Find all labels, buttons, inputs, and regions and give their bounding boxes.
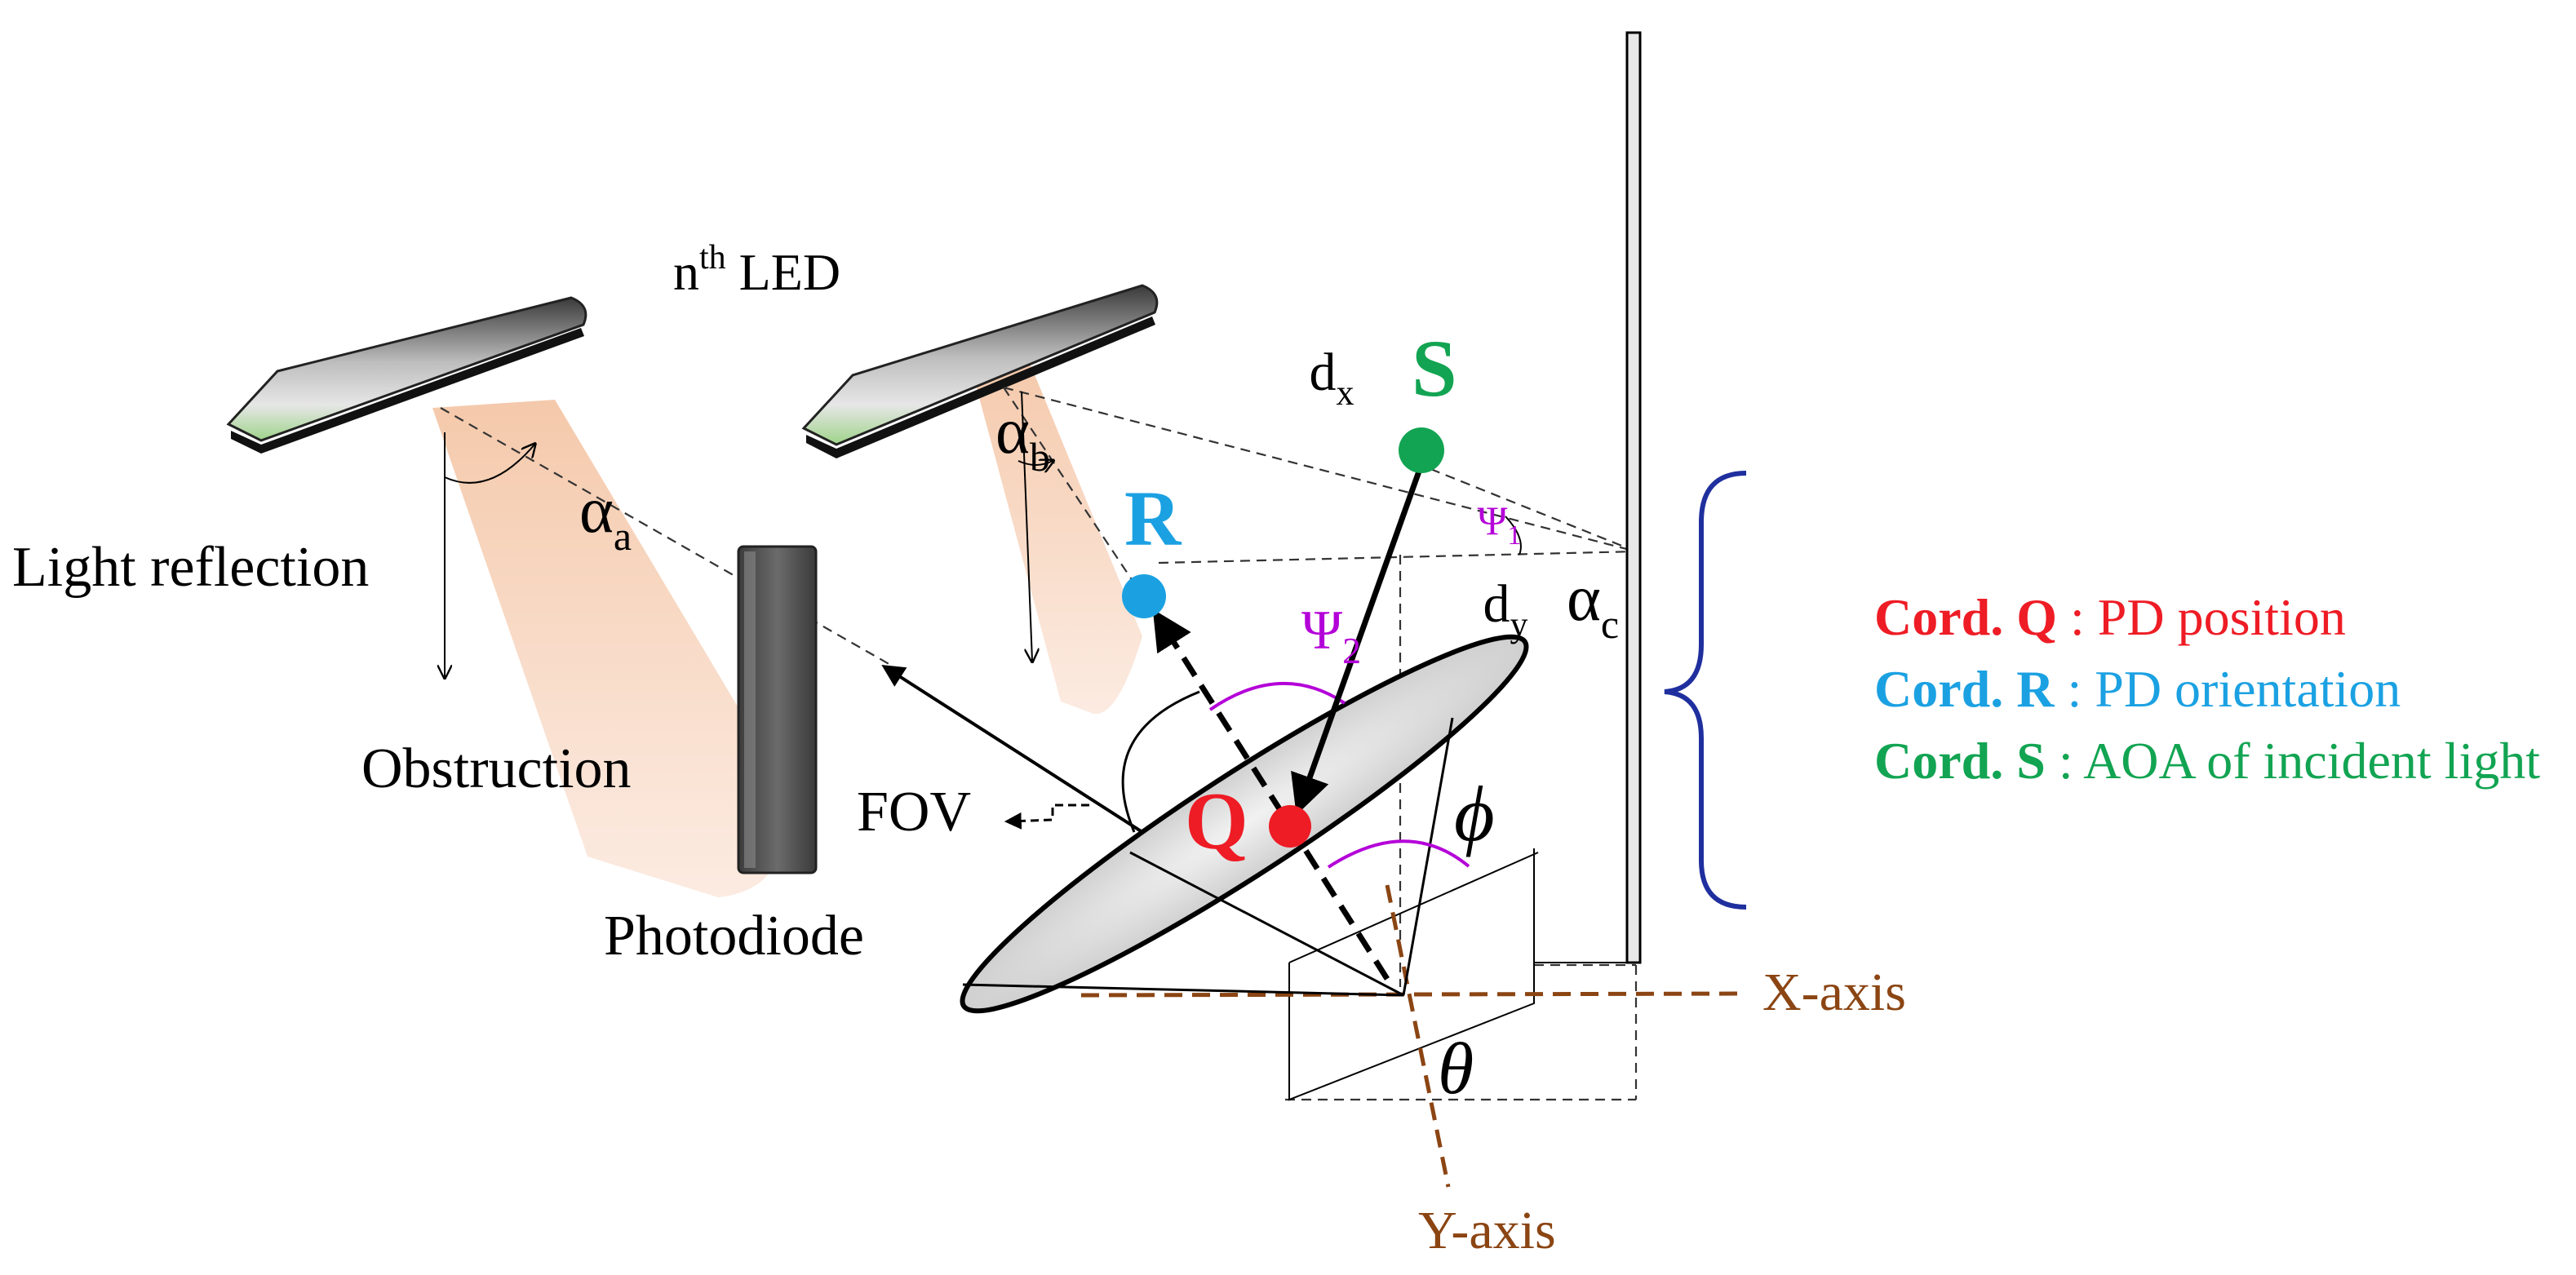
psi2-sub: 2 — [1342, 630, 1361, 671]
legend-r-cord: Cord. — [1874, 660, 2016, 718]
fov-label: FOV — [857, 781, 971, 843]
legend-item-r: Cord. R : PD orientation — [1783, 660, 2466, 718]
psi1-arc — [1505, 516, 1522, 556]
dx-d: d — [1310, 343, 1337, 402]
nth-led-word: LED — [726, 243, 840, 301]
psi2-label: Ψ2 — [1232, 599, 1403, 675]
y-axis-line — [1385, 884, 1451, 1188]
point-q-label: Q — [1185, 776, 1248, 866]
alpha-b-sub: b — [1030, 434, 1050, 480]
legend: Cord. Q : PD position Cord. R : PD orien… — [1783, 588, 2576, 790]
y-axis-label: Y-axis — [1418, 1201, 1556, 1260]
nth-led-n: n — [673, 243, 699, 301]
alpha-a-sub: a — [614, 513, 632, 559]
legend-s-cord: Cord. — [1874, 732, 2016, 790]
legend-r-letter: R — [2016, 660, 2055, 718]
fov-pointer-arrow — [1004, 804, 1089, 830]
alpha-a-arc — [444, 445, 534, 484]
alpha-c-label: αc — [1485, 563, 1668, 653]
origin-lines — [962, 717, 1454, 997]
alpha-c-sub: c — [1601, 601, 1619, 647]
point-s-label: S — [1412, 323, 1457, 414]
dy-sub: y — [1510, 604, 1528, 644]
legend-s-desc: : AOA of incident light — [2046, 732, 2540, 790]
nth-led-fixture — [226, 296, 587, 454]
incident-light-vector — [1291, 467, 1423, 816]
legend-q-cord: Cord. — [1874, 588, 2016, 646]
alpha-a-label: αa — [498, 475, 681, 564]
x-axis-label: X-axis — [1762, 963, 1906, 1022]
led1-light-beam — [432, 400, 787, 897]
theta-label: θ — [1438, 1029, 1474, 1109]
psi2-symbol: Ψ — [1301, 599, 1342, 661]
point-r-dot — [1122, 574, 1166, 618]
nth-led-th: th — [699, 239, 726, 277]
pd-orientation-vector — [1152, 609, 1390, 981]
dy-label: dy — [1416, 574, 1568, 649]
dy-d: d — [1483, 574, 1510, 634]
psi2-arc — [1208, 682, 1346, 711]
led2-normal-arrow — [1021, 391, 1032, 661]
legend-q-letter: Q — [2016, 588, 2057, 646]
led2-light-beam — [971, 359, 1142, 715]
dx-sub: x — [1337, 373, 1355, 413]
legend-r-desc: : PD orientation — [2054, 660, 2401, 718]
photodiode-block — [737, 545, 818, 874]
alpha-b-label: αb — [914, 396, 1099, 485]
alpha-b-arc — [1018, 461, 1053, 465]
alpha-b-symbol: α — [995, 396, 1030, 467]
phi-label: ϕ — [1454, 770, 1495, 857]
legend-s-letter: S — [2016, 732, 2046, 790]
dx-label: dx — [1242, 343, 1394, 417]
psi1-sub: 1 — [1507, 520, 1521, 551]
x-axis-line — [1080, 991, 1747, 998]
coordinate-planes — [1288, 848, 1636, 1101]
nth-led-label: nth LED — [608, 239, 880, 301]
alpha-c-symbol: α — [1567, 563, 1601, 635]
legend-brace — [1664, 471, 1747, 910]
psi1-symbol: Ψ — [1478, 498, 1508, 543]
second-led-fixture — [801, 284, 1159, 458]
legend-item-s: Cord. S : AOA of incident light — [1783, 732, 2576, 790]
obstruction-label: Obstruction — [361, 737, 632, 800]
pd-tilted-disk — [960, 634, 1529, 1014]
photodiode-label: Photodiode — [604, 905, 864, 967]
alpha-a-symbol: α — [579, 475, 614, 547]
light-reflection-label: Light reflection — [12, 536, 369, 599]
dashed-ray-lines — [440, 386, 1638, 1101]
legend-q-desc: : PD position — [2057, 588, 2346, 646]
fov-arc — [1121, 690, 1200, 833]
wall — [1625, 31, 1642, 964]
phi-arc — [1327, 839, 1470, 869]
psi1-label: Ψ1 — [1426, 498, 1552, 553]
legend-item-q: Cord. Q : PD position — [1783, 588, 2411, 646]
point-r-label: R — [1124, 475, 1182, 562]
point-s-dot — [1399, 427, 1444, 473]
fov-solid-arrow — [881, 664, 1144, 834]
point-q-dot — [1269, 805, 1311, 848]
